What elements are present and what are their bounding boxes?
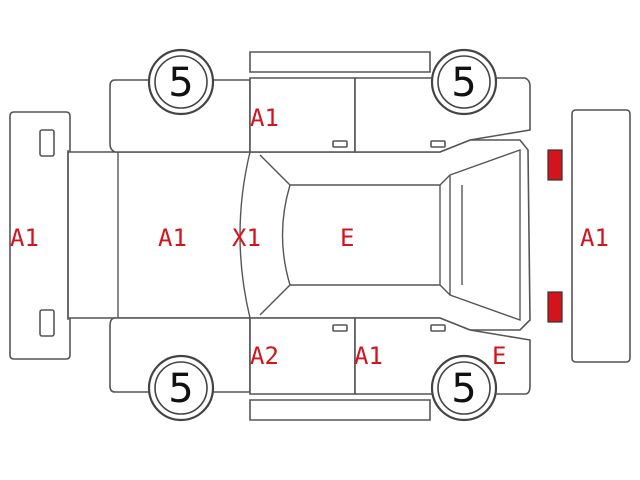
rear-lamp-bottom	[547, 291, 563, 323]
wheel-front-left-number: 5	[168, 366, 193, 412]
wheel-rear-right: 5	[430, 48, 498, 116]
label-roof: E	[340, 224, 354, 252]
label-windshield: X1	[232, 224, 261, 252]
label-front-bumper: A1	[10, 224, 39, 252]
wheel-rear-left-number: 5	[451, 366, 476, 412]
label-rear-bumper: A1	[580, 224, 609, 252]
front-bumper	[9, 111, 71, 360]
label-left-rear-door: A1	[354, 342, 383, 370]
wheel-front-right-number: 5	[168, 60, 193, 106]
car-body	[67, 139, 531, 331]
label-left-rear-quarter: E	[492, 342, 506, 370]
wheel-front-right: 5	[147, 48, 215, 116]
wheel-rear-right-number: 5	[451, 60, 476, 106]
label-right-side-top: A1	[250, 104, 279, 132]
wheel-rear-left: 5	[430, 354, 498, 422]
label-left-front-door: A2	[250, 342, 279, 370]
label-hood: A1	[158, 224, 187, 252]
wheel-front-left: 5	[147, 354, 215, 422]
rear-bumper	[571, 109, 631, 363]
rear-lamp-top	[547, 149, 563, 181]
